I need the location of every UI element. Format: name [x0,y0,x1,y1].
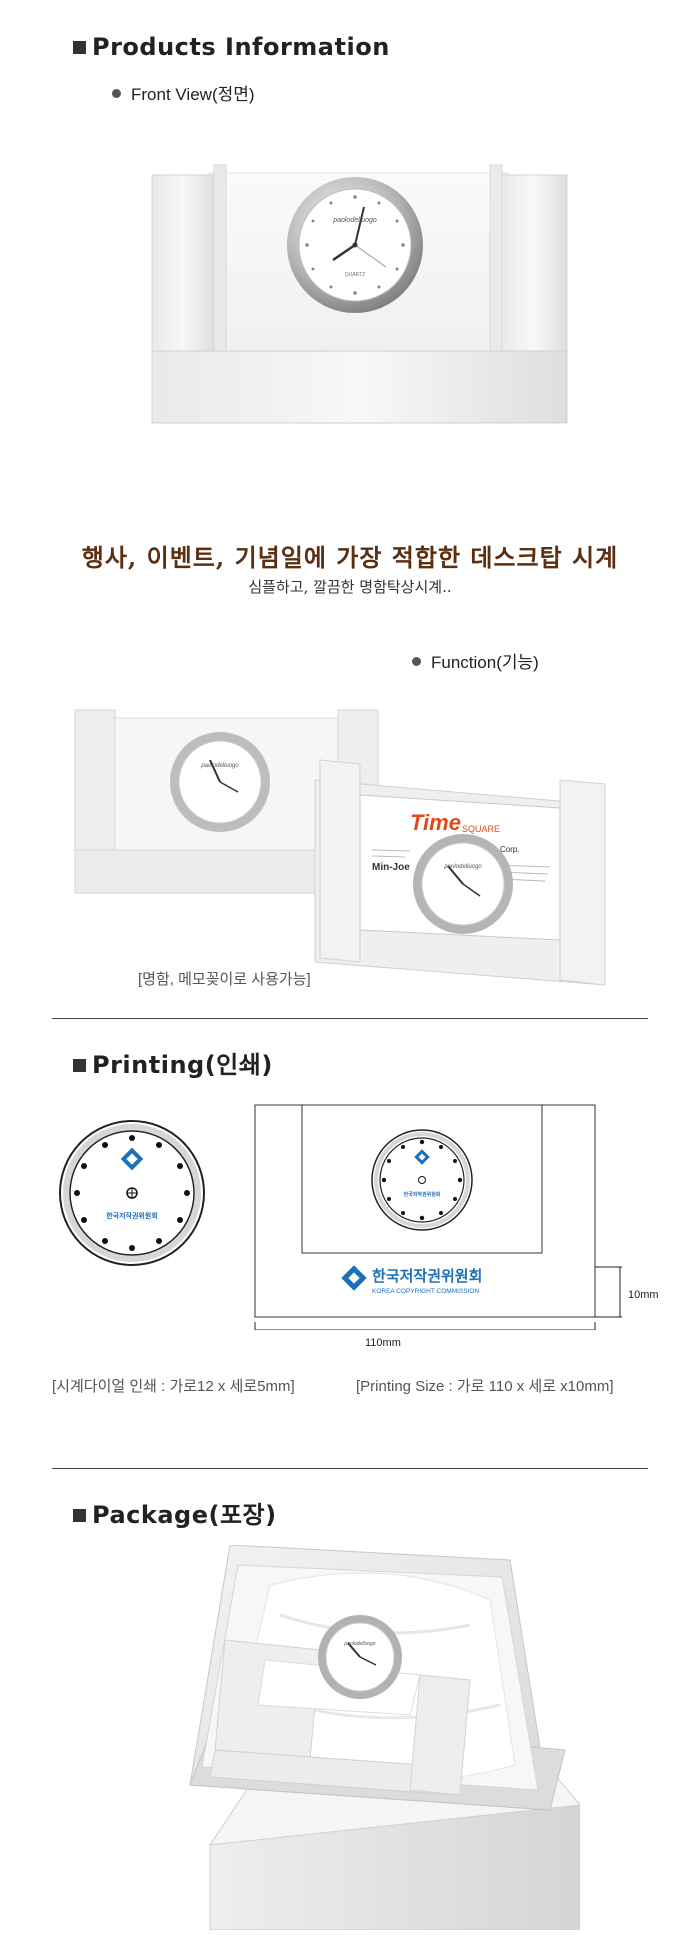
clock-brand-text-front: paolodelluogo [443,864,482,870]
section-divider [52,1018,648,1019]
bullet-dot-icon [112,89,121,98]
front-print-diagram: 한국저작권위원회 한국저작권위원회 KOREA COPYRIGHT COMMIS… [254,1104,659,1330]
products-section-title: Products Information [73,33,390,61]
card-corp-text: Corp. [500,845,520,854]
package-clock-brand-text: paolodelluogo [343,1641,375,1647]
function-caption: [명함, 메모꽂이로 사용가능] [138,971,311,988]
front-view-text: Front View(정면) [131,85,255,104]
square-bullet-icon [73,41,86,54]
section-divider [52,1468,648,1469]
dim-width-label: 110mm [365,1337,401,1349]
front-view-product-image: paolodelluogo QUARTZ [151,164,568,424]
card-brand-suffix-text: SQUARE [462,824,500,834]
products-title-text: Products Information [92,33,390,61]
copyright-logo-icon [414,1149,430,1165]
clock-brand-text-back: paolodelluogo [200,763,239,769]
dial-logo-text: 한국저작권위원회 [106,1211,158,1220]
function-text: Function(기능) [431,653,539,672]
front-dial-logo-text: 한국저작권위원회 [404,1191,441,1198]
card-brand-text: Time [410,810,461,835]
base-logo-eng-text: KOREA COPYRIGHT COMMISSION [372,1288,479,1295]
dial-print-diagram: 한국저작권위원회 [59,1120,205,1266]
printing-caption-right: [Printing Size : 가로 110 x 세로 x10mm] [356,1378,614,1395]
printing-title-text: Printing(인쇄) [92,1051,273,1079]
square-bullet-icon [73,1059,86,1072]
card-name-text: Min-Joe [372,862,410,873]
tagline-main: 행사, 이벤트, 기념일에 가장 적합한 데스크탑 시계 [81,543,619,572]
clock-quartz-text: QUARTZ [345,272,365,278]
function-product-image: paolodelluogo Time SQUARE Min-Joe Corp. … [74,709,606,986]
printing-caption-left: [시계다이얼 인쇄 : 가로12 x 세로5mm] [52,1378,295,1395]
square-bullet-icon [73,1509,86,1522]
base-logo-text: 한국저작권위원회 [372,1267,482,1285]
dim-height-text: 10mm [628,1289,659,1301]
printing-section-title: Printing(인쇄) [73,1045,273,1080]
package-section-title: Package(포장) [73,1495,277,1530]
package-product-image: paolodelluogo [189,1545,580,1930]
bullet-dot-icon [412,657,421,666]
package-title-text: Package(포장) [92,1501,277,1529]
tagline-sub: 심플하고, 깔끔한 명함탁상시계.. [248,578,452,596]
function-label: Function(기능) [412,648,539,673]
front-view-label: Front View(정면) [112,80,255,105]
clock-brand-text: paolodelluogo [332,217,377,224]
